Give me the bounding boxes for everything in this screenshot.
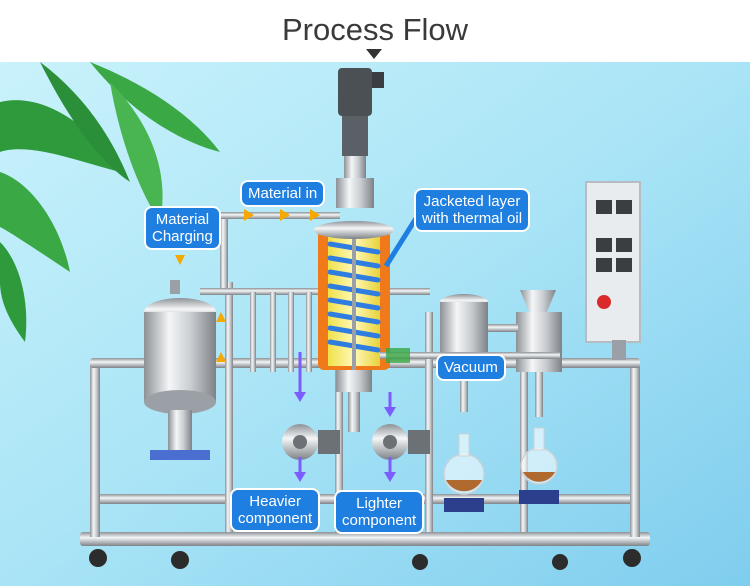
page-title: Process Flow	[281, 12, 469, 47]
charging-tank	[144, 280, 216, 460]
leaf-decoration	[0, 62, 220, 342]
equipment-illustration: Material in Material Charging Jacketed l…	[0, 62, 750, 586]
material-flow-arrows	[175, 209, 320, 362]
jacketed-layer-label: Jacketed layer with thermal oil	[416, 190, 529, 230]
lighter-component-label: Lighter component	[336, 492, 423, 532]
gear-pumps	[282, 424, 430, 460]
material-charging-label: Material Charging	[146, 208, 219, 248]
header: Process Flow	[0, 0, 750, 62]
material-in-label: Material in	[242, 182, 324, 205]
caster-wheels	[89, 549, 641, 570]
product-flow-arrows	[294, 352, 396, 482]
down-arrow-icon	[366, 49, 382, 59]
heavier-component-label: Heavier component	[232, 490, 319, 530]
motor	[336, 68, 384, 208]
evaporator-column	[314, 221, 394, 432]
receiving-flasks	[443, 427, 559, 512]
vacuum-pipe	[380, 348, 560, 363]
control-cabinet	[585, 181, 641, 360]
jacket-pointer	[383, 210, 423, 268]
vacuum-label: Vacuum	[438, 356, 504, 379]
